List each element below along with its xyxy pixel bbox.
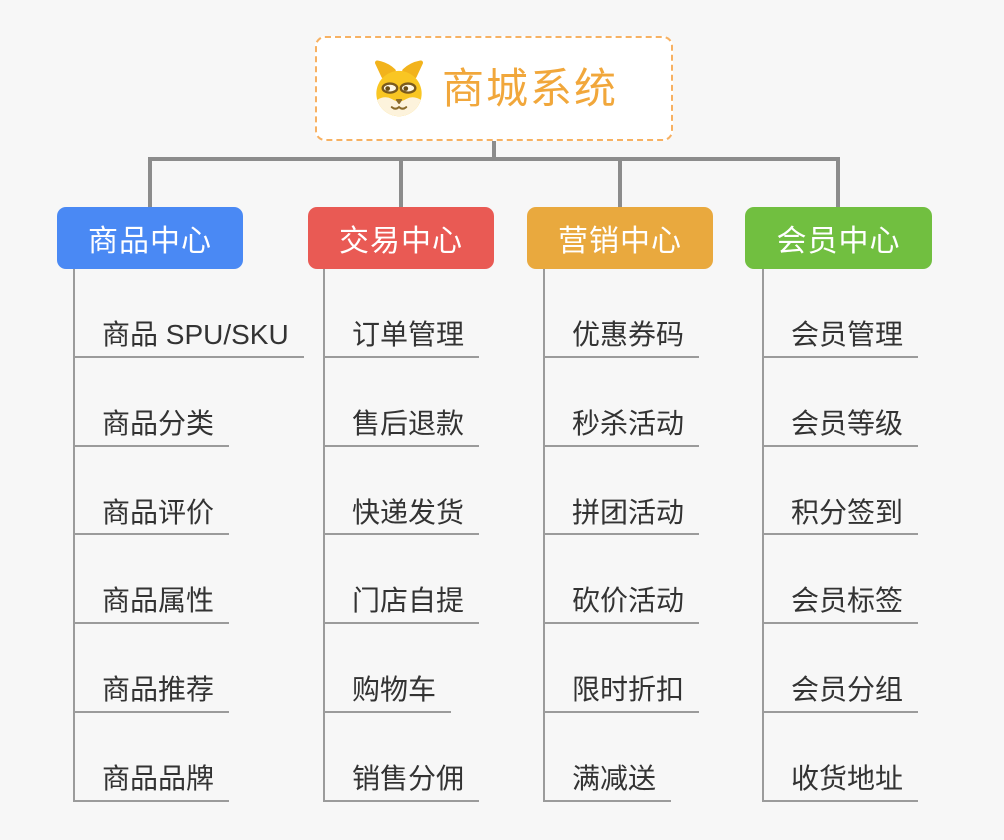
- item-label: 商品 SPU/SKU: [102, 319, 289, 350]
- item-label: 商品分类: [102, 407, 215, 439]
- mindmap-item[interactable]: 商品评价: [75, 447, 230, 536]
- item-label: 会员管理: [791, 319, 904, 350]
- mindmap-item[interactable]: 商品属性: [75, 535, 230, 625]
- item-label: 积分签到: [791, 496, 904, 528]
- mindmap-item[interactable]: 收货地址: [764, 713, 919, 802]
- branch-items-marketing-center: 优惠券码 秒杀活动 拼团活动 砍价活动 限时折扣 满减送: [543, 269, 700, 802]
- branch-items-trade-center: 订单管理 售后退款 快递发货 门店自提 购物车 销售分佣: [323, 269, 480, 802]
- root-title: 商城系统: [441, 64, 618, 112]
- mindmap-item[interactable]: 购物车: [325, 624, 452, 713]
- mindmap-item[interactable]: 商品 SPU/SKU: [75, 269, 304, 358]
- mindmap-item[interactable]: 商品分类: [75, 358, 230, 447]
- item-label: 门店自提: [352, 585, 465, 617]
- mindmap-item[interactable]: 会员标签: [764, 535, 919, 625]
- connector-stub-branch-3: [618, 157, 622, 207]
- mindmap-item[interactable]: 积分签到: [764, 447, 919, 536]
- mindmap-item[interactable]: 快递发货: [325, 447, 480, 536]
- branch-header-product-center[interactable]: 商品中心: [57, 207, 243, 269]
- connector-stub-branch-1: [148, 157, 152, 207]
- item-label: 商品品牌: [102, 762, 215, 794]
- mindmap-item[interactable]: 会员等级: [764, 358, 919, 447]
- branch-items-member-center: 会员管理 会员等级 积分签到 会员标签 会员分组 收货地址: [762, 269, 919, 802]
- item-label: 会员分组: [791, 674, 904, 706]
- branch-header-member-center[interactable]: 会员中心: [745, 207, 932, 269]
- branch-header-trade-center[interactable]: 交易中心: [308, 207, 494, 269]
- mindmap-item[interactable]: 商品品牌: [75, 713, 230, 802]
- mindmap-item[interactable]: 订单管理: [325, 269, 480, 358]
- mindmap-item[interactable]: 会员分组: [764, 624, 919, 713]
- mindmap-item[interactable]: 销售分佣: [325, 713, 480, 802]
- item-label: 满减送: [572, 762, 657, 794]
- mindmap-item[interactable]: 售后退款: [325, 358, 480, 447]
- dog-face-icon: [374, 59, 423, 116]
- item-label: 优惠券码: [572, 319, 685, 350]
- mindmap-item[interactable]: 满减送: [545, 713, 672, 802]
- item-label: 秒杀活动: [572, 407, 685, 439]
- mindmap-item[interactable]: 会员管理: [764, 269, 919, 358]
- item-label: 限时折扣: [572, 674, 685, 706]
- connector-stub-branch-2: [399, 157, 403, 207]
- mindmap-item[interactable]: 限时折扣: [545, 624, 700, 713]
- item-label: 订单管理: [352, 319, 465, 350]
- connector-rail: [148, 157, 840, 161]
- item-label: 会员标签: [791, 585, 904, 617]
- mindmap-item[interactable]: 优惠券码: [545, 269, 700, 358]
- item-label: 快递发货: [352, 496, 465, 528]
- mindmap-item[interactable]: 秒杀活动: [545, 358, 700, 447]
- connector-stub-branch-4: [836, 157, 840, 207]
- mindmap-item[interactable]: 门店自提: [325, 535, 480, 625]
- item-label: 砍价活动: [572, 585, 685, 617]
- connector-root-stub: [492, 140, 496, 157]
- mindmap-item[interactable]: 商品推荐: [75, 624, 230, 713]
- item-label: 拼团活动: [572, 496, 685, 528]
- item-label: 商品属性: [102, 585, 215, 617]
- item-label: 销售分佣: [352, 762, 465, 794]
- mindmap-item[interactable]: 砍价活动: [545, 535, 700, 625]
- item-label: 购物车: [352, 674, 437, 706]
- mindmap-item[interactable]: 拼团活动: [545, 447, 700, 536]
- branch-items-product-center: 商品 SPU/SKU 商品分类 商品评价 商品属性 商品推荐 商品品牌: [73, 269, 304, 802]
- item-label: 商品评价: [102, 496, 215, 528]
- branch-header-marketing-center[interactable]: 营销中心: [527, 207, 713, 269]
- item-label: 商品推荐: [102, 674, 215, 706]
- item-label: 售后退款: [352, 407, 465, 439]
- item-label: 会员等级: [791, 407, 904, 439]
- item-label: 收货地址: [791, 762, 904, 794]
- root-node[interactable]: 商城系统: [315, 36, 673, 141]
